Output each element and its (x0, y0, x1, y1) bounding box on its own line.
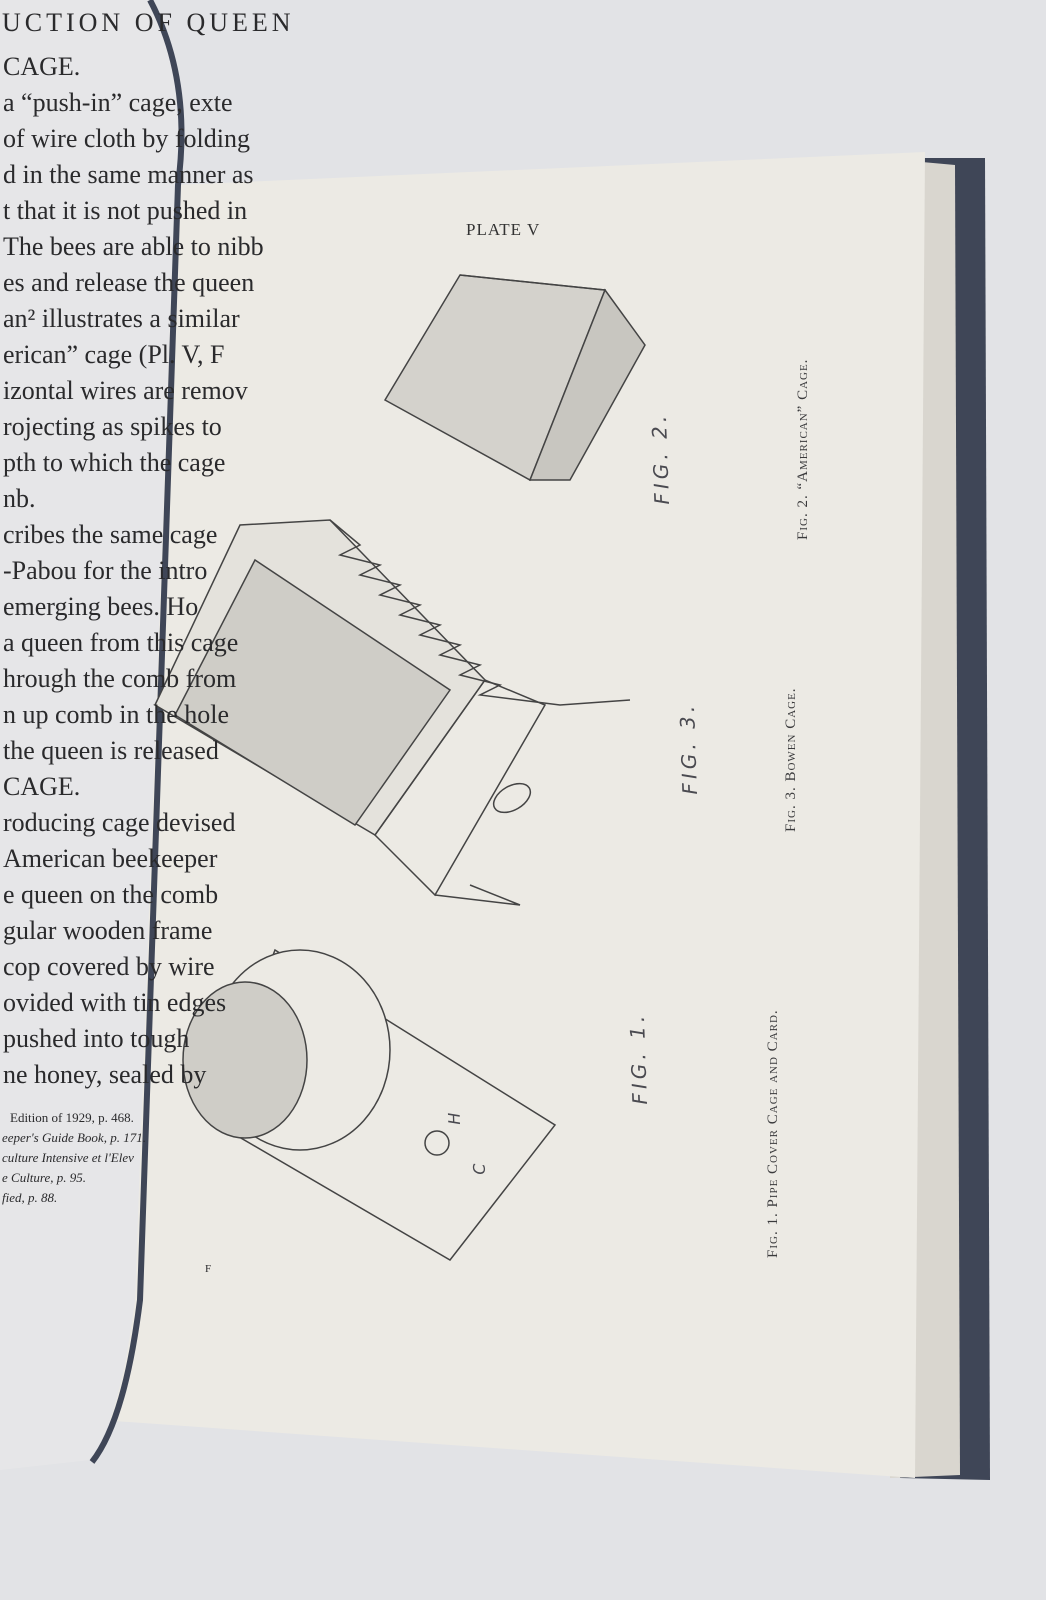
label-fig3: FIG. 3. (674, 701, 702, 795)
left-page-edge (89, 0, 185, 1464)
fig3-bowen-cage-drawing (154, 519, 631, 906)
left-page-line: CAGE. (3, 52, 81, 81)
left-page-line: erican” cage (Pl. V, F (3, 340, 225, 369)
plate-title: PLATE V (466, 220, 541, 239)
signature-mark: F (205, 1263, 212, 1275)
footnote: culture Intensive et l'Elev (2, 1150, 134, 1165)
footnote: e Culture, p. 95. (2, 1170, 87, 1185)
left-page-line: a queen from this cage (3, 628, 239, 657)
left-page-line: of wire cloth by folding (3, 124, 250, 153)
label-fig2: FIG. 2. (646, 411, 674, 505)
left-page-line: n up comb in the hole (3, 700, 230, 729)
left-page-line: -Pabou for the intro (3, 556, 208, 585)
caption-fig2: Fig. 2. “American” Cage. (795, 358, 811, 540)
fig2-american-cage-drawing (383, 274, 646, 482)
left-page-running-head: UCTION OF QUEEN (2, 8, 295, 37)
left-page-line: cribes the same cage (3, 520, 218, 549)
left-page-line: d in the same manner as (3, 160, 254, 189)
left-page-line: gular wooden frame (3, 916, 213, 945)
left-page-line: hrough the comb from (3, 664, 237, 693)
label-fig1: FIG. 1. (624, 1011, 652, 1105)
left-page-line: izontal wires are remov (3, 376, 248, 405)
left-page-line: roducing cage devised (3, 808, 236, 837)
left-page-line: pushed into tough (3, 1024, 190, 1053)
left-page-line: pth to which the cage (3, 448, 226, 477)
label-c: C (469, 1159, 489, 1175)
fig1-pipe-cover-cage-drawing (182, 948, 557, 1261)
left-page-line: t that it is not pushed in (3, 196, 248, 225)
left-page-line: an² illustrates a similar (3, 304, 240, 333)
left-page-line: emerging bees. Ho (3, 592, 199, 621)
left-page-line: es and release the queen (3, 268, 255, 297)
footnote: fied, p. 88. (2, 1190, 58, 1205)
caption-fig1: Fig. 1. Pipe Cover Cage and Card. (765, 1009, 781, 1258)
left-page-line: nb. (3, 484, 36, 513)
left-page-line: American beekeeper (3, 844, 218, 873)
left-page (0, 0, 180, 1470)
left-page-line: cop covered by wire (3, 952, 215, 981)
left-page-line: CAGE. (3, 772, 81, 801)
caption-fig3: Fig. 3. Bowen Cage. (783, 687, 799, 832)
left-page-line: the queen is released (3, 736, 219, 765)
left-page-line: ovided with tin edges (3, 988, 227, 1017)
label-h: H (444, 1108, 464, 1125)
left-page-line: ne honey, sealed by (3, 1060, 207, 1089)
left-page-line: rojecting as spikes to (3, 412, 222, 441)
left-page-line: a “push-in” cage, exte (3, 88, 233, 117)
footnote: Edition of 1929, p. 468. (10, 1110, 134, 1125)
left-page-line: e queen on the comb (3, 880, 219, 909)
footnote: eeper's Guide Book, p. 171. (2, 1130, 146, 1145)
left-page-line: The bees are able to nibb (3, 232, 264, 261)
